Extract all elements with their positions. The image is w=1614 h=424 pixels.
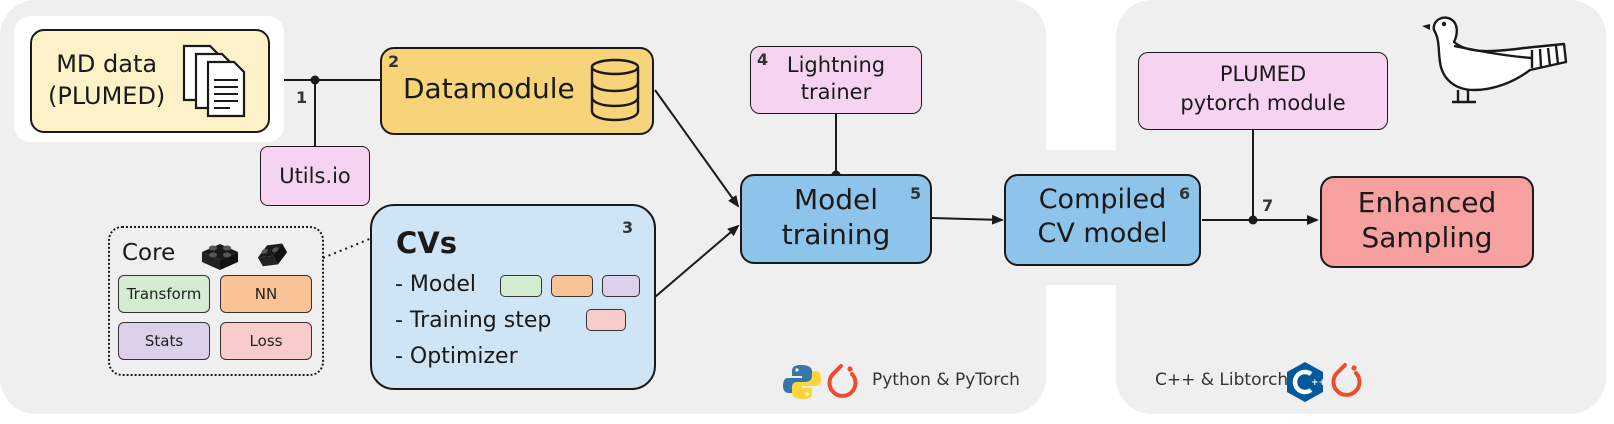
chip-stats: Stats [118,322,210,360]
enhanced-sampling-label: Enhanced Sampling [1357,186,1497,254]
datamodule-to-training-arrow [654,89,740,208]
utils-io-box: Utils.io [260,146,370,206]
cpp-panel-label: C++ & Libtorch [1155,370,1289,390]
lightning-trainer-label: Lightning trainer [786,53,886,105]
svg-text:++: ++ [1311,378,1326,388]
lightning-trainer-box [750,46,922,114]
step-number-6: 6 [1179,184,1191,203]
step-number-5: 5 [910,184,922,203]
chip-nn-label: NN [254,285,278,303]
chip-transform-label: Transform [126,285,202,303]
model-training-box [740,174,932,264]
pytorch-logo-icon [827,364,858,398]
junction-1 [310,75,320,85]
pigeon-icon [1422,16,1568,104]
chip-nn: NN [220,275,312,313]
step-number-1: 1 [296,88,308,107]
md-data-label: MD data (PLUMED) [48,50,166,111]
junction-7 [1248,215,1258,225]
compiled-cv-model-label: Compiled CV model [1037,184,1168,249]
swatch-loss [586,309,626,331]
cvs-to-training-arrow [654,224,740,298]
cvs-item-model: - Model [395,272,476,297]
plumed-module-box [1138,52,1388,130]
core-to-cvs-dotted-line [322,237,373,259]
cvs-item-optimizer: - Optimizer [395,344,518,369]
step-number-2: 2 [388,52,400,71]
chip-transform: Transform [118,275,210,313]
cvs-item-training-step: - Training step [395,308,552,333]
step-number-3: 3 [622,218,634,237]
core-container [108,226,324,376]
lego-brick-icon [257,243,288,267]
core-title: Core [122,240,176,266]
training-to-compiled-arrow [931,214,1004,225]
swatch-stats [602,275,640,297]
datamodule-label: Datamodule [403,72,575,105]
pytorch-logo-icon [1331,363,1362,397]
swatch-nn [551,275,593,297]
database-icon [590,58,640,122]
enhanced-sampling-box [1320,176,1534,268]
cvs-title: CVs [396,226,457,260]
compiled-cv-model-box [1004,174,1201,266]
chip-stats-label: Stats [144,332,184,350]
cvs-box [370,204,656,390]
python-logo-icon [783,365,821,399]
swatch-transform [500,275,542,297]
chip-loss: Loss [220,322,312,360]
documents-icon [182,44,246,118]
step-number-7: 7 [1262,196,1274,215]
model-training-label: Model training [781,183,891,251]
python-panel-label: Python & PyTorch [872,370,1020,390]
utils-io-label: Utils.io [279,163,351,188]
cpp-logo-icon: ++ [1287,362,1326,402]
plumed-module-label: PLUMED pytorch module [1180,62,1346,116]
step-number-4: 4 [757,50,769,69]
lego-brick-icon [202,244,238,270]
chip-loss-label: Loss [249,332,283,350]
